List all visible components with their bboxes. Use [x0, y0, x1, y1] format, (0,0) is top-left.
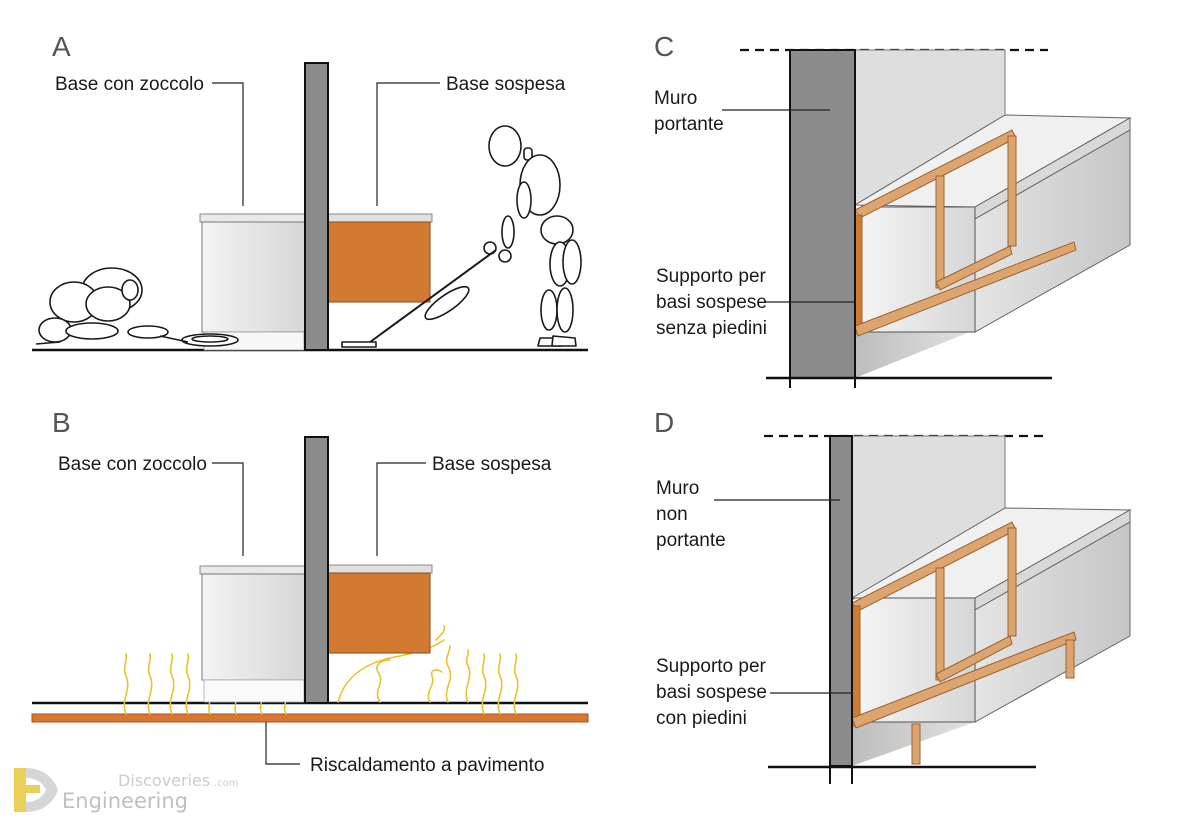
panel-b-label-suspended: Base sospesa	[432, 454, 552, 475]
watermark-line2: Engineering	[62, 789, 188, 813]
panel-b: B	[31, 407, 589, 776]
watermark: Discoveries .com Engineering	[14, 768, 239, 813]
panel-a-label-plinth: Base con zoccolo	[55, 74, 204, 95]
frame-leg-back	[1065, 639, 1075, 679]
panel-a-suspended-cabinet	[327, 213, 433, 303]
panel-b-wall	[304, 436, 329, 704]
watermark-suffix: .com	[214, 778, 239, 789]
panel-a-label-suspended: Base sospesa	[446, 74, 566, 95]
panel-a-wall	[304, 62, 329, 351]
panel-b-label-plinth: Base con zoccolo	[58, 454, 207, 475]
panel-b-suspended-cabinet	[327, 564, 433, 654]
panel-b-label-floor-heating: Riscaldamento a pavimento	[310, 755, 544, 776]
panel-d-support-label: Supporto per basi sospese con piedini	[656, 656, 772, 729]
panel-c-bearing-wall	[789, 49, 856, 379]
watermark-line1: Discoveries	[118, 771, 210, 790]
panel-a-plinth-cabinet	[199, 213, 307, 351]
panel-b-leader-left	[212, 462, 244, 556]
panel-a-leader-left	[212, 82, 244, 206]
panel-d-letter: D	[654, 407, 674, 438]
panel-a-letter: A	[52, 31, 71, 62]
panel-c-support-label: Supporto per basi sospese senza piedini	[656, 266, 772, 339]
panel-b-plinth-cabinet	[199, 565, 307, 703]
standing-person-figure	[341, 125, 582, 348]
panel-d-support-frame-with-legs	[851, 521, 1077, 765]
panel-b-leader-heating	[265, 722, 300, 765]
floor-heating-layer	[31, 713, 589, 723]
watermark-logo-icon	[14, 768, 58, 812]
panel-c-letter: C	[654, 31, 674, 62]
kneeling-person-figure	[35, 267, 239, 347]
panel-a-leader-right	[376, 82, 440, 206]
panel-c: C Muro	[654, 31, 1132, 388]
panel-d: D Muro non portante	[654, 407, 1132, 784]
panel-b-leader-right	[376, 462, 426, 556]
panel-d-wall-label: Muro non portante	[656, 478, 726, 551]
panel-c-wall-label: Muro portante	[654, 88, 724, 135]
panel-a: A Base con zoccolo Base sospesa	[32, 31, 588, 352]
panel-d-non-bearing-wall	[829, 435, 853, 767]
panel-b-letter: B	[52, 407, 71, 438]
frame-leg-front	[911, 723, 921, 765]
heat-waves	[123, 625, 519, 715]
